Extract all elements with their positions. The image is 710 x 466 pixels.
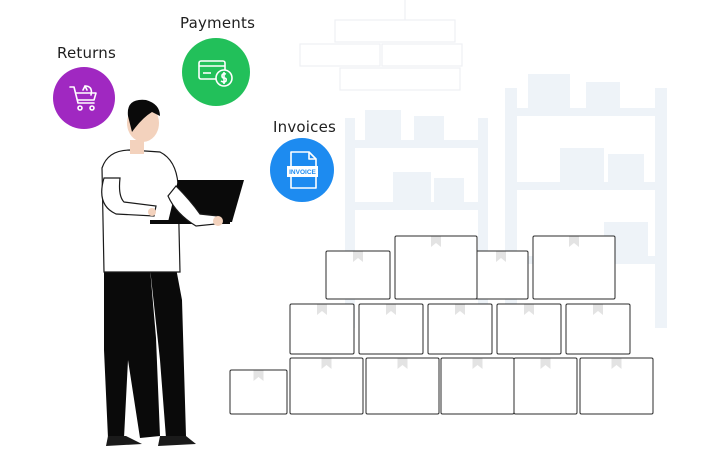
box-tape [472,358,483,369]
invoice-document-icon: INVOICE [287,151,318,189]
box [565,303,631,355]
returns-badge [53,67,115,129]
payments-label: Payments [180,14,256,32]
box-tape [317,304,327,315]
box [289,303,355,355]
box [394,235,478,300]
box [427,303,493,355]
box [289,357,364,415]
box [325,250,391,300]
cart-return-icon [69,85,97,111]
card-cash-icon [198,60,233,87]
box-tape [496,251,506,262]
returns-label: Returns [57,44,116,62]
box-tape [321,358,332,369]
box-tape [593,304,603,315]
box-tape [611,358,622,369]
box [229,369,288,415]
box-tape [540,358,551,369]
box [496,303,562,355]
box-tape [353,251,363,262]
box-tape [386,304,396,315]
box [513,357,578,415]
box-tape [431,236,441,247]
payments-badge [182,38,250,106]
box [532,235,616,300]
box-tape [397,358,408,369]
box-tape [524,304,534,315]
box [358,303,424,355]
invoice-doc-text: INVOICE [289,169,316,176]
box-tape [455,304,465,315]
box-tape [253,370,264,381]
invoices-label: Invoices [273,118,337,136]
box [579,357,654,415]
box-tape [569,236,579,247]
box [365,357,440,415]
invoices-badge: INVOICE [270,138,334,202]
